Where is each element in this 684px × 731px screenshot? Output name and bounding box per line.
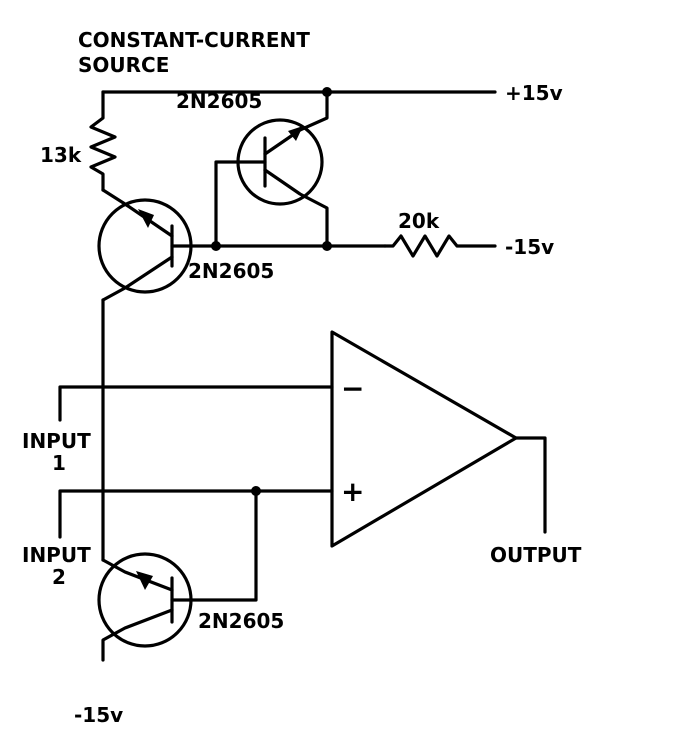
resistor-20k-label: 20k <box>398 209 440 233</box>
title-line-1: CONSTANT-CURRENT <box>78 28 310 52</box>
op-amp-inverting-sign: − <box>341 372 364 405</box>
transistor-q1-base-tie <box>214 160 267 248</box>
transistor-q3-emitter <box>101 558 174 592</box>
op-amp-noninverting-sign: + <box>341 475 364 508</box>
transistor-q1-emitter-arrow <box>288 126 303 141</box>
negative-supply-label-mid: -15v <box>505 235 554 259</box>
op-amp <box>330 330 518 548</box>
transistor-q2-collector <box>101 255 174 302</box>
resistor-20k <box>383 234 497 258</box>
positive-supply-label: +15v <box>505 81 563 105</box>
transistor-q3-emitter-arrow <box>136 571 153 590</box>
input-2-label-line-2: 2 <box>52 565 66 589</box>
input-1-wire <box>58 385 334 422</box>
input-2-wire <box>58 489 334 539</box>
input-1-label-line-2: 1 <box>52 451 66 475</box>
transistor-q3-collector <box>101 608 174 662</box>
input-2-label-line-1: INPUT <box>22 543 91 567</box>
resistor-13k <box>89 90 117 192</box>
transistor-q2-emitter <box>101 188 174 238</box>
output-wire <box>514 436 547 534</box>
transistor-q3-label: 2N2605 <box>198 609 284 633</box>
output-label: OUTPUT <box>490 543 582 567</box>
transistor-q1-collector <box>263 168 329 248</box>
transistor-q1-emitter <box>263 90 329 156</box>
transistor-q1-label: 2N2605 <box>176 89 262 113</box>
negative-supply-label-bottom: -15v <box>74 703 123 727</box>
transistor-q2-emitter-arrow <box>138 209 154 228</box>
transistor-q2-label: 2N2605 <box>188 259 274 283</box>
title-line-2: SOURCE <box>78 53 169 77</box>
transistor-q3-base-wire <box>170 489 258 602</box>
input-1-label-line-1: INPUT <box>22 429 91 453</box>
resistor-13k-label: 13k <box>40 143 82 167</box>
